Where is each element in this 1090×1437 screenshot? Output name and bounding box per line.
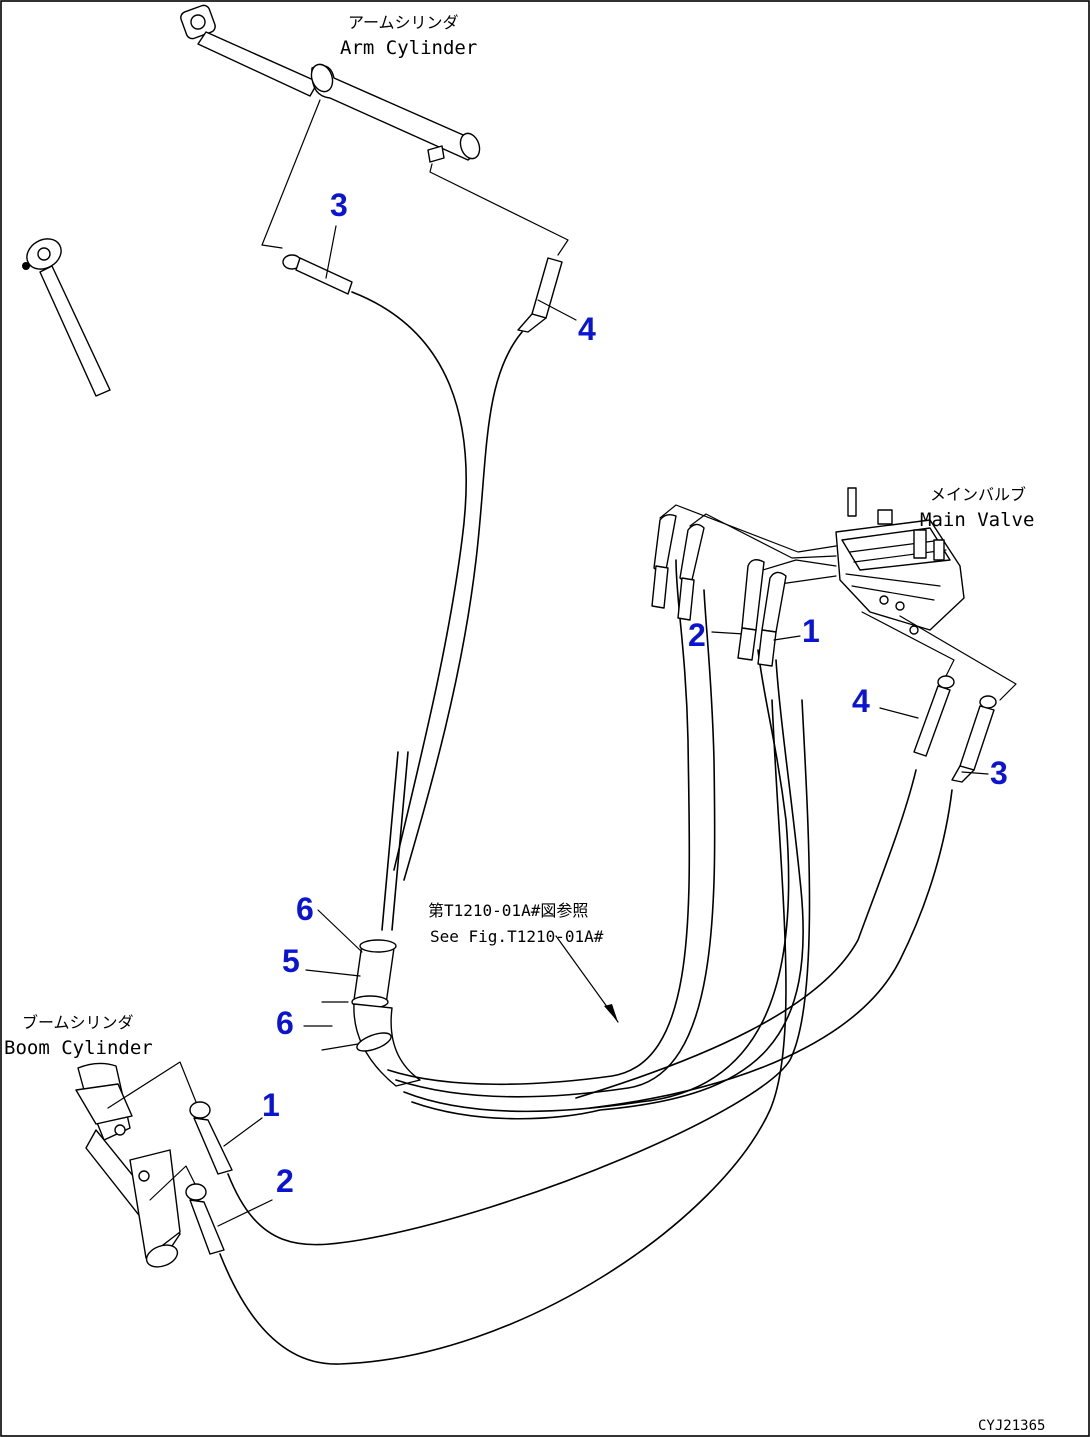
- callout-boom-2: 2: [276, 1163, 294, 1199]
- callout-clamp-6-lower: 6: [276, 1005, 294, 1041]
- callout-clamp-6-upper: 6: [296, 891, 314, 927]
- boom-hoses: [219, 699, 811, 1365]
- callout-valve-2: 2: [688, 617, 706, 653]
- boom-hose-2-fitting: [185, 1183, 273, 1255]
- arm-cylinder-label-jp: アームシリンダ: [348, 13, 459, 32]
- drawing-code: CYJ21365: [978, 1418, 1045, 1434]
- main-valve-label-en: Main Valve: [920, 509, 1034, 531]
- boom-connection-lines: [107, 1061, 197, 1201]
- valve-bundle-hoses: [387, 559, 953, 1120]
- callout-valve-3: 3: [990, 755, 1008, 791]
- arm-cylinder-label-en: Arm Cylinder: [340, 37, 477, 59]
- callout-tube-5: 5: [282, 943, 300, 979]
- arm-hose-4-fitting: [517, 257, 577, 333]
- valve-connection-lines: [659, 504, 1017, 701]
- callout-arm-3: 3: [330, 187, 348, 223]
- callout-boom-1: 1: [262, 1087, 280, 1123]
- boom-cylinder-label-en: Boom Cylinder: [4, 1037, 153, 1059]
- callout-valve-4: 4: [852, 683, 870, 719]
- arm-hoses: [351, 291, 523, 931]
- valve-hose-1-fittings: [737, 559, 801, 667]
- reference-label-jp: 第T1210-01A#図参照: [428, 901, 588, 920]
- callout-arm-4: 4: [578, 311, 596, 347]
- boom-cylinder: [22, 238, 181, 1268]
- arm-hose-3-fitting: [282, 225, 353, 295]
- main-valve: [835, 487, 965, 635]
- main-valve-label-jp: メインバルブ: [930, 485, 1026, 504]
- arm-cylinder: [180, 4, 481, 163]
- valve-hose-4-fitting: [879, 675, 955, 757]
- valve-hose-3-fitting: [951, 695, 997, 783]
- clamp-block: [351, 939, 421, 1087]
- reference-label-en: See Fig.T1210-01A#: [430, 927, 604, 946]
- boom-hose-1-fitting: [189, 1101, 263, 1175]
- valve-hose-2-fittings: [651, 513, 745, 635]
- boom-cylinder-label-jp: ブームシリンダ: [22, 1013, 134, 1032]
- callout-valve-1: 1: [802, 613, 820, 649]
- arm-connection-lines: [261, 99, 569, 256]
